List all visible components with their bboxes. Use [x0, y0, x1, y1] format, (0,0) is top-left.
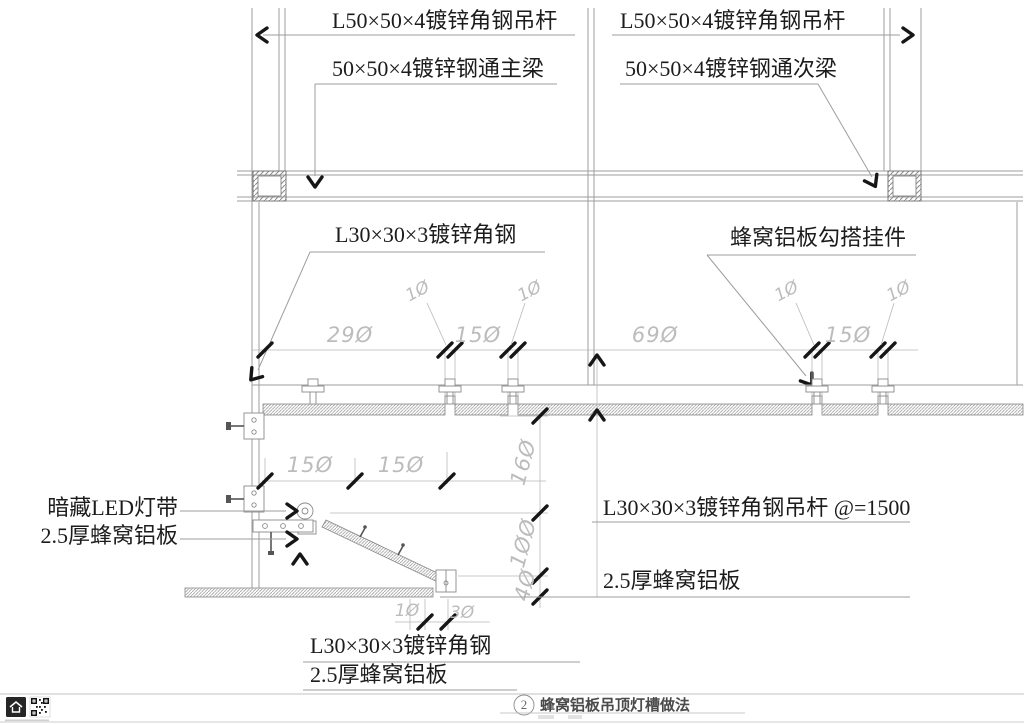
dim-10-bottom: 1Ø [395, 601, 420, 621]
trough-shelf [252, 519, 314, 533]
dim-150-cove1: 15Ø [287, 453, 333, 477]
honeycomb-panel [517, 403, 813, 416]
label-led-strip: 暗藏LED灯带 [47, 495, 178, 520]
led-strip-section [296, 502, 314, 520]
label-panel-left: 2.5厚蜂窝铝板 [40, 523, 178, 548]
label-hanger-rod-right: L50×50×4镀锌角钢吊杆 [620, 8, 845, 33]
dim-10-1: 1Ø [402, 277, 433, 306]
dimension-row-top: 29Ø 15Ø 69Ø 15Ø 1Ø 1Ø 1Ø 1Ø [252, 277, 918, 396]
dim-690: 69Ø [632, 323, 678, 347]
label-panel-bottom: 2.5厚蜂窝铝板 [310, 662, 448, 687]
dim-160: 16Ø [506, 437, 541, 488]
hook-clip [301, 378, 325, 404]
hook-clip [501, 378, 525, 404]
panel-joint [507, 395, 519, 405]
pointer-arrow-led [285, 502, 299, 520]
leader-arrow-main-beam [306, 175, 324, 189]
hook-clip [805, 378, 829, 404]
panel-joint [811, 395, 823, 405]
label-secondary-beam: 50×50×4镀锌钢通次梁 [625, 56, 837, 81]
panel-joint [877, 395, 889, 405]
honeycomb-panel [262, 403, 446, 416]
leader-arrow-angle-steel [243, 365, 265, 387]
ceiling-assembly [252, 378, 1024, 416]
beam-section-right [887, 170, 922, 202]
detail-number-bubble [513, 694, 535, 716]
dim-150-left: 15Ø [455, 323, 501, 347]
honeycomb-panel [887, 403, 1024, 416]
pointer-arrow-up [291, 552, 309, 566]
dim-10-4: 1Ø [883, 277, 914, 306]
pointer-arrow-panel [285, 530, 299, 548]
footer-caption-line [5, 719, 49, 722]
honeycomb-panel [454, 403, 509, 416]
mounting-plate [243, 485, 265, 513]
leader-arrow-right [901, 26, 915, 44]
detail-title: 蜂窝铝板吊顶灯槽做法 [540, 696, 690, 714]
scale-mark [568, 715, 582, 719]
hook-clip [871, 378, 895, 404]
label-hanger-rod-left: L50×50×4镀锌角钢吊杆 [332, 8, 557, 33]
label-main-beam: 50×50×4镀锌钢通主梁 [332, 56, 544, 81]
mid-annotations: L30×30×3镀锌角钢 蜂窝铝板勾搭挂件 [243, 222, 916, 391]
leader-arrow-secondary-beam [862, 172, 884, 192]
top-annotations: L50×50×4镀锌角钢吊杆 50×50×4镀锌钢通主梁 L50×50×4镀锌角… [255, 8, 915, 192]
dim-150-cove2: 15Ø [378, 453, 424, 477]
sloped-panel [321, 519, 449, 586]
label-angle-steel-bottom: L30×30×3镀锌角钢 [310, 633, 491, 658]
label-angle-rod-right: L30×30×3镀锌角钢吊杆 @=1500 [603, 495, 910, 520]
hook-clip [438, 378, 462, 404]
dim-40: 4Ø [510, 567, 541, 604]
detail-number: 2 [521, 697, 528, 712]
honeycomb-panel [821, 403, 879, 416]
dim-290: 29Ø [327, 323, 373, 347]
dim-150-right: 15Ø [825, 323, 871, 347]
bottom-panel [184, 587, 434, 598]
dim-100: 1ØØ [505, 516, 541, 570]
panel-joint [444, 395, 456, 405]
label-angle-steel-mid: L30×30×3镀锌角钢 [335, 222, 516, 247]
scale-mark [538, 715, 554, 719]
bottom-annotations: L30×30×3镀锌角钢 2.5厚蜂窝铝板 [303, 633, 580, 691]
mounting-plate [243, 412, 265, 440]
dim-30-bottom: 3Ø [450, 603, 475, 623]
qr-code-icon [29, 696, 51, 718]
brand-logo-icon [6, 697, 26, 717]
light-cove-detail [184, 412, 457, 598]
label-panel-right: 2.5厚蜂窝铝板 [603, 568, 741, 593]
right-annotations: L30×30×3镀锌角钢吊杆 @=1500 2.5厚蜂窝铝板 [440, 353, 910, 598]
beam-section-left [252, 170, 287, 202]
dim-10-3: 1Ø [771, 277, 802, 306]
dim-10-2: 1Ø [514, 277, 545, 306]
label-panel-hook: 蜂窝铝板勾搭挂件 [730, 225, 906, 250]
footer-logos [5, 696, 51, 722]
left-annotations: 暗藏LED灯带 2.5厚蜂窝铝板 [40, 495, 286, 548]
title-block: 2 蜂窝铝板吊顶灯槽做法 [0, 693, 1024, 723]
